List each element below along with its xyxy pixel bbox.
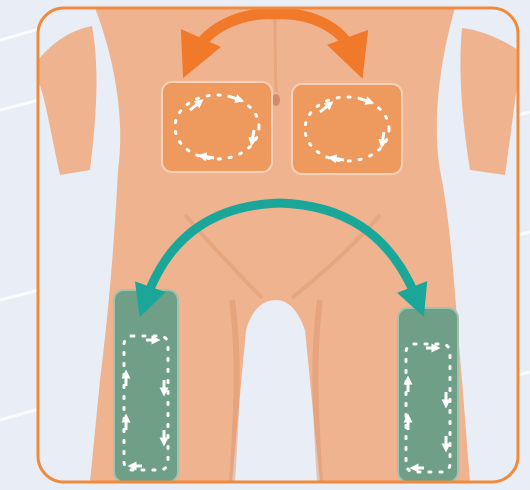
abdomen-midline bbox=[275, 20, 276, 92]
navel bbox=[272, 94, 280, 106]
